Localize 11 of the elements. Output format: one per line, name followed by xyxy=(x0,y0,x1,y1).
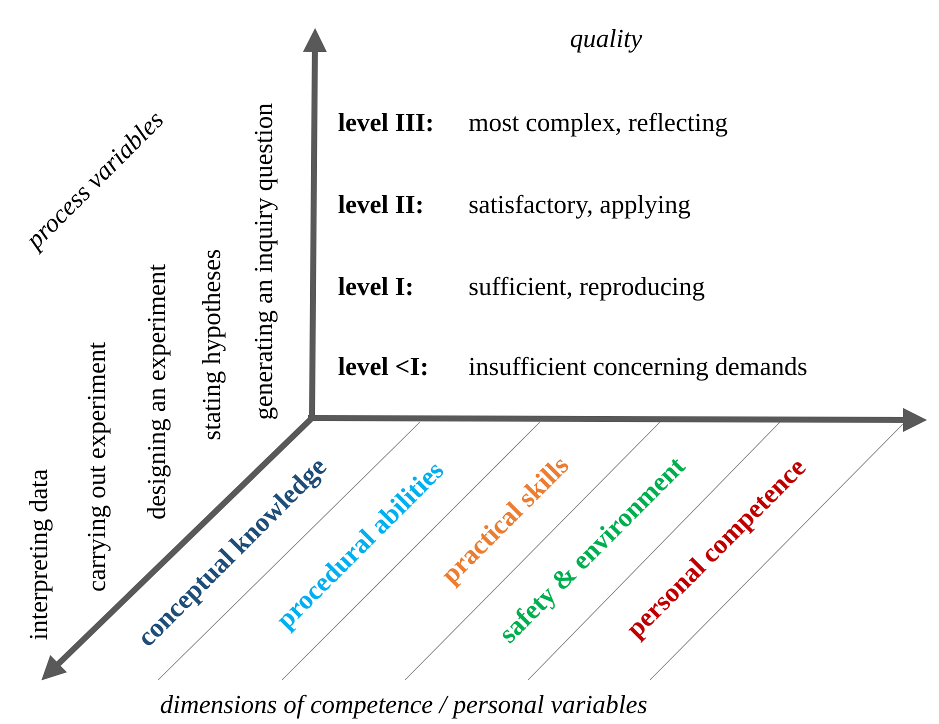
process-variable: carrying out experiment xyxy=(82,342,112,592)
process-variable: interpreting data xyxy=(24,469,54,640)
level-description: level III: most complex, reflecting xyxy=(338,108,728,138)
level-description: level II: satisfactory, applying xyxy=(338,190,691,220)
process-variable: stating hypotheses xyxy=(197,249,227,440)
process-variable: generating an inquiry question xyxy=(249,103,279,420)
axis-label: dimensions of competence / personal variables xyxy=(160,690,648,720)
level-description: level <I: insufficient concerning demands xyxy=(338,352,808,382)
axis-label: quality xyxy=(570,24,642,54)
level-description: level I: sufficient, reproducing xyxy=(338,272,705,302)
process-variable: designing an experiment xyxy=(142,264,172,520)
